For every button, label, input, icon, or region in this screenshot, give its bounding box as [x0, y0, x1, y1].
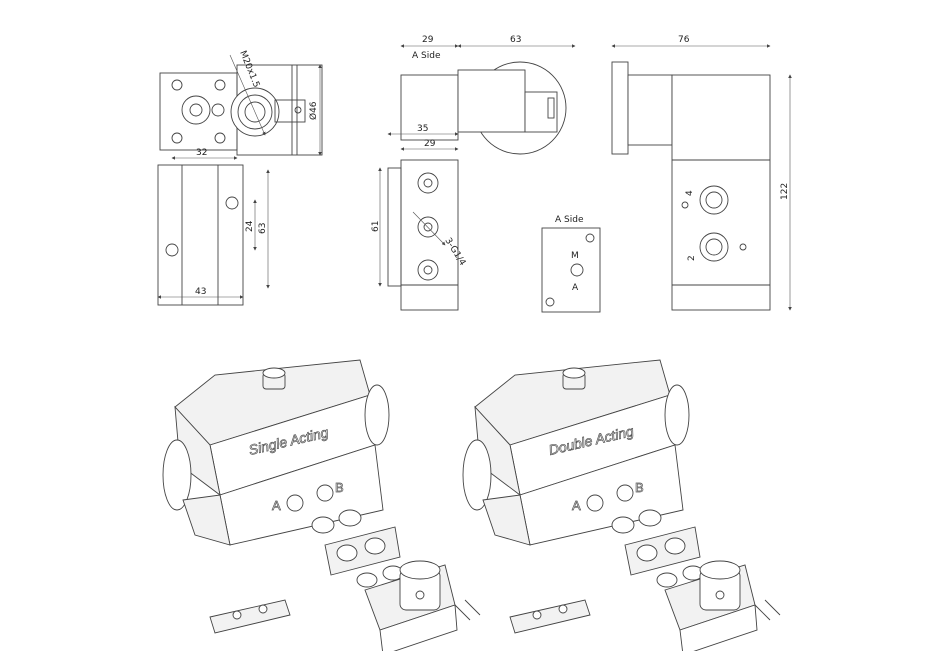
dim-63-top: 63: [510, 35, 521, 45]
diameter-label: Ø46: [308, 101, 319, 120]
double-acting-assembly: Double Acting A B: [462, 359, 781, 651]
front-view: M20x1.5 Ø46 32 24 63 43: [157, 49, 323, 306]
rear-view: 76 122 4 2: [611, 35, 792, 311]
port-a-label: A: [272, 498, 281, 513]
port-a-label: A: [572, 498, 581, 513]
port-4: 4: [685, 190, 695, 196]
single-acting-assembly: Single Acting A B: [162, 359, 481, 651]
dim-63: 63: [258, 223, 268, 234]
dim-29-top: 29: [422, 35, 434, 45]
dim-29: 29: [424, 139, 436, 149]
dim-61: 61: [371, 221, 381, 232]
port-b-label: B: [335, 480, 344, 495]
port-b-label: B: [635, 480, 644, 495]
dim-24: 24: [245, 220, 255, 232]
dim-43: 43: [195, 287, 206, 297]
port-m: M: [571, 251, 579, 261]
a-side-label: A Side: [412, 51, 441, 61]
dim-122: 122: [780, 183, 790, 200]
side-view: 29 63 A Side 35 29 61 3-G1/4: [371, 35, 576, 311]
a-side-title: A Side: [555, 215, 584, 225]
a-side-plate: A Side M A: [541, 215, 601, 313]
port-2: 2: [687, 255, 697, 261]
dim-35: 35: [417, 124, 428, 134]
thread-label: M20x1.5: [237, 49, 261, 89]
dim-76: 76: [678, 35, 690, 45]
port-a: A: [572, 283, 579, 293]
dim-32: 32: [196, 148, 207, 158]
